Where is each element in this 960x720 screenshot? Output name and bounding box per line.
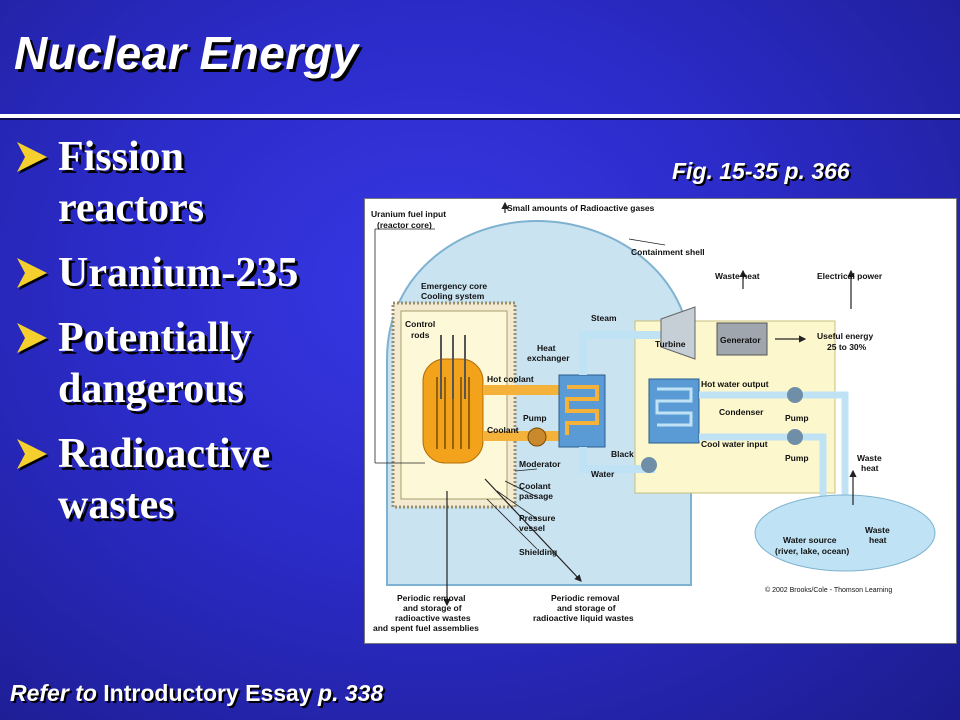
water-source — [754, 494, 936, 572]
label-coolant-passage-2: passage — [519, 491, 553, 501]
label-water-source-2: (river, lake, ocean) — [775, 546, 849, 556]
label-heat-exchanger-2: exchanger — [527, 353, 570, 363]
arrow-bullet-icon — [17, 439, 49, 471]
turbine — [660, 306, 696, 360]
control-rods — [440, 335, 466, 399]
reactor-diagram: Uranium fuel input (reactor core) Small … — [364, 198, 957, 644]
label-cool-water-input: Cool water input — [701, 439, 768, 449]
label-waste-heat-water: Waste — [865, 525, 890, 535]
bullet-text: wastes — [58, 482, 175, 528]
secondary-pump — [641, 457, 657, 473]
slide-title: Nuclear Energy — [14, 27, 359, 79]
label-emergency-core: Emergency core — [421, 281, 487, 291]
label-pump-a: Pump — [785, 413, 809, 423]
copyright-notice: © 2002 Brooks/Cole - Thomson Learning — [765, 586, 892, 594]
arrow-bullet-icon — [17, 323, 49, 355]
label-condenser: Condenser — [719, 407, 764, 417]
footer-page: p. 338 — [318, 680, 384, 706]
bullet-potentially-dangerous: Potentially dangerous — [14, 313, 364, 415]
label-removal-liquid: Periodic removal — [551, 593, 620, 603]
water-return-pipe — [579, 447, 655, 473]
title-divider — [0, 114, 960, 118]
bullet-uranium: Uranium-235 — [14, 248, 364, 299]
arrow-bullet-icon — [17, 258, 49, 290]
label-removal-solid: Periodic removal — [397, 593, 466, 603]
label-radioactive-gases: Small amounts of Radioactive gases — [507, 203, 655, 213]
arrow-bullet-icon — [17, 142, 49, 174]
label-containment-shell: Containment shell — [631, 247, 705, 257]
bullet-text: Potentially — [58, 315, 252, 361]
label-waste-heat-top: Waste heat — [715, 271, 760, 281]
bullet-radioactive-wastes: Radioactive wastes — [14, 429, 364, 531]
steam-pipe — [579, 331, 665, 375]
pump-a — [787, 387, 803, 403]
label-waste-heat-water-2: heat — [869, 535, 887, 545]
hot-coolant-pipe — [483, 385, 563, 395]
label-removal-liquid-3: radioactive liquid wastes — [533, 613, 634, 623]
primary-pump — [527, 427, 547, 447]
label-useful-energy-2: 25 to 30% — [827, 342, 867, 352]
bullet-text: reactors — [58, 185, 205, 231]
label-uranium-fuel-2: (reactor core) — [377, 220, 432, 230]
label-removal-solid-4: and spent fuel assemblies — [373, 623, 479, 633]
label-water-source: Water source — [783, 535, 837, 545]
label-control-rods-2: rods — [411, 330, 430, 340]
label-useful-energy: Useful energy — [817, 331, 873, 341]
label-steam: Steam — [591, 313, 617, 323]
label-emergency-core-2: Cooling system — [421, 291, 485, 301]
label-pump-b: Pump — [785, 453, 809, 463]
label-generator: Generator — [720, 335, 761, 345]
reactor-diagram-svg: Uranium fuel input (reactor core) Small … — [371, 201, 936, 633]
label-moderator: Moderator — [519, 459, 561, 469]
pump-b — [787, 429, 803, 445]
label-removal-solid-2: and storage of — [403, 603, 462, 613]
label-turbine: Turbine — [655, 339, 686, 349]
footer-refer: Refer to — [10, 680, 97, 706]
label-waste-heat-right-2: heat — [861, 463, 879, 473]
label-control-rods: Control — [405, 319, 435, 329]
footer-reference: Refer to Introductory Essay p. 338 — [10, 680, 383, 707]
bullet-text: Uranium-235 — [58, 250, 299, 296]
label-removal-solid-3: radioactive wastes — [395, 613, 471, 623]
label-removal-liquid-2: and storage of — [557, 603, 616, 613]
footer-essay: Introductory Essay — [103, 680, 312, 706]
label-waste-heat-right: Waste — [857, 453, 882, 463]
figure-reference: Fig. 15-35 p. 366 — [672, 158, 850, 184]
bullet-text: Fission — [58, 134, 185, 180]
label-heat-exchanger: Heat — [537, 343, 556, 353]
label-shielding: Shielding — [519, 547, 557, 557]
generator — [716, 322, 768, 356]
label-electrical-power: Electrical power — [817, 271, 883, 281]
cool-water-pipe — [699, 433, 827, 499]
label-coolant-passage: Coolant — [519, 481, 551, 491]
bullet-list: Fission reactors Uranium-235 Potentially… — [14, 132, 364, 545]
label-coolant: Coolant — [487, 425, 519, 435]
bullet-fission-reactors: Fission reactors — [14, 132, 364, 234]
label-pressure-vessel: Pressure — [519, 513, 556, 523]
label-pressure-vessel-2: vessel — [519, 523, 545, 533]
bullet-text: Radioactive — [58, 431, 271, 477]
label-hot-water-output: Hot water output — [701, 379, 769, 389]
label-uranium-fuel: Uranium fuel input — [371, 209, 446, 219]
hot-water-pipe — [699, 391, 849, 499]
bullet-text: dangerous — [58, 366, 244, 412]
label-pump-primary: Pump — [523, 413, 547, 423]
label-black: Black — [611, 449, 634, 459]
label-hot-coolant: Hot coolant — [487, 374, 534, 384]
label-water: Water — [591, 469, 615, 479]
coolant-return-pipe — [483, 431, 563, 441]
